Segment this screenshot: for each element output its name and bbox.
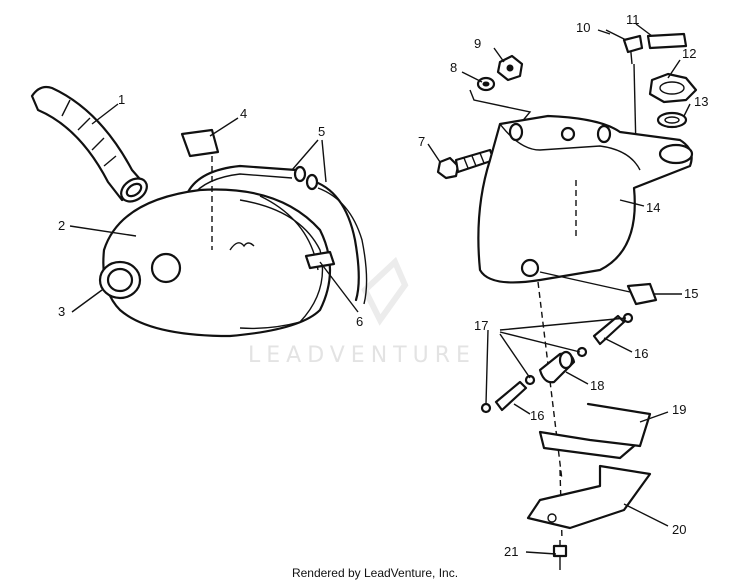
part-8-washer xyxy=(476,76,496,92)
part-3-filler xyxy=(98,260,142,300)
watermark-text: LEADVENTURE xyxy=(248,343,476,368)
part-15-fitting xyxy=(539,271,658,306)
callout-5: 5 xyxy=(318,124,325,139)
part-18-filter xyxy=(538,350,576,384)
part-14-oil-tank xyxy=(477,114,694,284)
bracket-leader xyxy=(469,89,532,125)
callout-2: 2 xyxy=(58,218,65,233)
part-16-hose-upper xyxy=(592,314,626,346)
callout-16-upper: 16 xyxy=(634,346,648,361)
callout-3: 3 xyxy=(58,304,65,319)
part-20-mount xyxy=(526,464,652,530)
part-2-tank xyxy=(102,156,332,338)
part-4-decal xyxy=(180,128,220,158)
callout-11: 11 xyxy=(626,12,640,27)
callout-9: 9 xyxy=(474,36,481,51)
callouts: 1 2 3 4 5 6 7 8 9 10 11 12 13 14 15 16 1… xyxy=(58,12,708,559)
part-16-hose-lower xyxy=(494,380,528,412)
part-21-screw xyxy=(552,540,568,570)
part-10-fitting xyxy=(605,29,644,151)
part-6-clip xyxy=(304,250,336,270)
callout-20: 20 xyxy=(672,522,686,537)
part-5-lines xyxy=(186,164,368,305)
footer-credit: Rendered by LeadVenture, Inc. xyxy=(291,566,459,580)
callout-1: 1 xyxy=(118,92,125,107)
watermark: LEADVENTURE xyxy=(248,256,476,368)
callout-19: 19 xyxy=(672,402,686,417)
callout-14: 14 xyxy=(646,200,660,215)
part-11-cable xyxy=(646,32,688,50)
callout-15: 15 xyxy=(684,286,698,301)
part-13-gasket xyxy=(656,111,688,129)
callout-7: 7 xyxy=(418,134,425,149)
leader-lines xyxy=(69,23,691,555)
callout-18: 18 xyxy=(590,378,604,393)
callout-8: 8 xyxy=(450,60,457,75)
callout-13: 13 xyxy=(694,94,708,109)
callout-6: 6 xyxy=(356,314,363,329)
callout-12: 12 xyxy=(682,46,696,61)
part-7-bolt xyxy=(436,148,496,180)
callout-4: 4 xyxy=(240,106,247,121)
callout-17: 17 xyxy=(474,318,488,333)
part-1-hose xyxy=(30,85,148,203)
callout-21: 21 xyxy=(504,544,518,559)
callout-16-lower: 16 xyxy=(530,408,544,423)
part-12-cap xyxy=(648,72,698,104)
callout-10: 10 xyxy=(576,20,590,35)
